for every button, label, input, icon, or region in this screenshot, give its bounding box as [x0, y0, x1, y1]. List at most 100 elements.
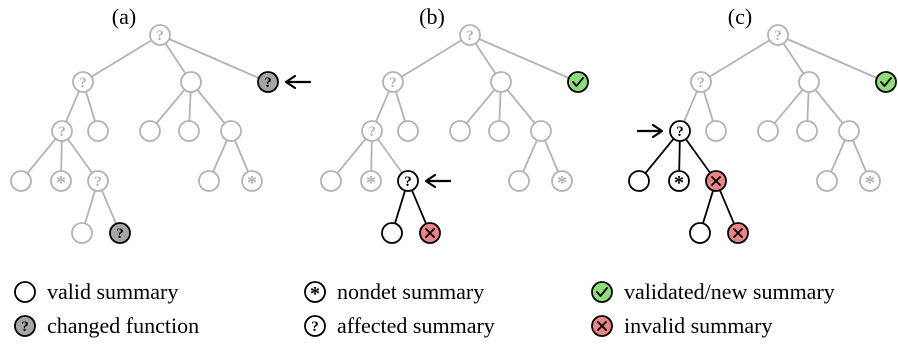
tree-edge [830, 139, 846, 173]
tree-node-a1-circle [361, 120, 383, 142]
tree-node-a13-circle [87, 170, 109, 192]
tree-node-a131-circle [381, 222, 403, 244]
tree-edge [212, 139, 228, 173]
tree-node-c-circle [567, 71, 589, 93]
panel-label: (c) [728, 4, 752, 29]
tree-panel: ??? *? * [320, 24, 589, 244]
legend-item-changed: ?changed function [14, 313, 199, 338]
tree-node-b32-asterisk: * [557, 172, 567, 194]
tree-node-a131 [381, 222, 403, 244]
tree-edge [65, 90, 80, 123]
tree-node-a: ? [72, 71, 94, 93]
tree-edge [806, 91, 810, 122]
legend-item-invalid: invalid summary [591, 313, 772, 338]
tree-node-b32: * [241, 170, 263, 194]
tree-node-a12: * [360, 170, 382, 194]
tree-edge [678, 140, 681, 172]
tree-edge [683, 90, 698, 123]
legend-validated-icon-circle [591, 281, 613, 303]
legend-validated-icon-check-mark [596, 287, 608, 297]
legend-affected-icon-circle [304, 315, 326, 337]
tree-node-r: ? [459, 24, 481, 46]
tree-node-c [567, 71, 589, 93]
tree-node-a1-circle [51, 120, 73, 142]
tree-node-b1 [139, 120, 161, 142]
tree-panel: ??? * * [628, 24, 897, 244]
tree-node-a2-circle [705, 120, 727, 142]
tree-node-b2-circle [178, 120, 200, 142]
tree-node-c-circle [875, 71, 897, 93]
tree-node-b-circle [798, 71, 820, 93]
legend-label: affected summary [337, 313, 495, 338]
tree-node-b1 [449, 120, 471, 142]
tree-edge [394, 190, 406, 224]
tree-edge [401, 39, 462, 78]
tree-node-c-circle [257, 71, 279, 93]
tree-panel: ????*?*? [10, 24, 311, 244]
legend-item-valid: valid summary [14, 279, 178, 304]
tree-node-b3-circle [838, 120, 860, 142]
tree-edge [703, 91, 714, 122]
tree-edge [155, 89, 186, 124]
tree-node-b3 [838, 120, 860, 142]
tree-node-a132: ? [109, 222, 131, 244]
tree-edge [91, 39, 152, 78]
tree-node-b3 [220, 120, 242, 142]
tree-node-a132-cross-mark [733, 228, 743, 238]
legend-item-nondet: *nondet summary [304, 279, 484, 305]
tree-edge [709, 39, 770, 78]
tree-node-a1-circle [669, 120, 691, 142]
tree-edge [164, 42, 187, 75]
tree-edge [522, 139, 538, 173]
tree-edge [773, 89, 804, 124]
tree-edge [506, 89, 536, 124]
tree-node-c-check-mark [572, 77, 584, 87]
tree-node-a: ? [690, 71, 712, 93]
tree-edge [852, 139, 867, 173]
legend-item-affected: ? affected summary [304, 313, 495, 338]
tree-node-b32: * [551, 170, 573, 194]
tree-node-a-question-mark: ? [389, 75, 397, 91]
tree-node-a-circle [690, 71, 712, 93]
tree-node-b2 [796, 120, 818, 142]
tree-node-a13-question-mark: ? [94, 174, 102, 190]
tree-node-a12-circle [668, 170, 690, 192]
tree-edge [474, 42, 497, 75]
tree-node-a13-question-mark: ? [404, 174, 412, 190]
tree-edge [644, 138, 675, 174]
legend-affected-icon-question-mark: ? [311, 319, 319, 335]
tree-node-b2 [488, 120, 510, 142]
tree-node-a2-circle [87, 120, 109, 142]
legend-label: validated/new summary [624, 279, 835, 304]
tree-edge [370, 140, 373, 172]
tree-node-b32-asterisk: * [865, 172, 875, 194]
tree-edge [702, 190, 714, 224]
tree-node-r: ? [149, 24, 171, 46]
tree-node-b3-circle [220, 120, 242, 142]
tree-node-a12-asterisk: * [674, 172, 684, 194]
tree-node-a1-question-mark: ? [58, 124, 66, 140]
tree-edge [685, 138, 711, 174]
tree-node-a11-circle [320, 170, 342, 192]
tree-node-a1: ? [361, 120, 383, 142]
tree-node-a12: * [668, 170, 690, 194]
pointer-arrow [284, 74, 311, 90]
pointer-arrow [424, 173, 451, 189]
tree-node-a13 [705, 170, 727, 192]
tree-node-b3-circle [530, 120, 552, 142]
legend-nondet-icon-circle [304, 281, 326, 303]
tree-edge [60, 140, 63, 172]
tree-node-a-question-mark: ? [697, 75, 705, 91]
tree-node-a11-circle [10, 170, 32, 192]
tree-edge [375, 90, 390, 123]
tree-node-r-question-mark: ? [774, 28, 782, 44]
tree-node-a132 [727, 222, 749, 244]
tree-node-r-circle [767, 24, 789, 46]
tree-edge [395, 91, 406, 122]
tree-node-a1-question-mark: ? [676, 124, 684, 140]
tree-node-c-question-mark: ? [264, 75, 272, 91]
panel-label: (a) [112, 4, 136, 29]
legend-changed-icon-circle [14, 315, 36, 337]
tree-node-b31-circle [198, 170, 220, 192]
